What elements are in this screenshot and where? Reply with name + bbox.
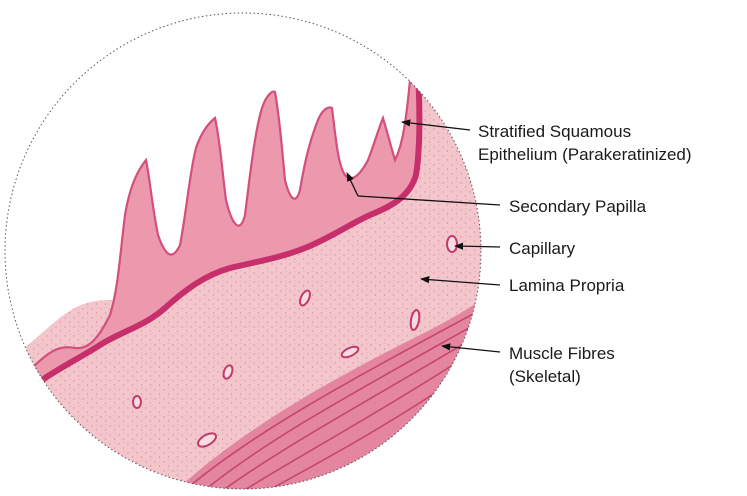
label-muscle-line1: Muscle Fibres [509, 344, 615, 363]
microscope-field [0, 60, 500, 496]
label-secondary-papilla: Secondary Papilla [509, 197, 647, 216]
label-lamina-propria: Lamina Propria [509, 276, 625, 295]
label-capillary: Capillary [509, 239, 576, 258]
label-stratified-line1: Stratified Squamous [478, 122, 631, 141]
label-stratified-line2: Epithelium (Parakeratinized) [478, 145, 692, 164]
label-muscle-line2: (Skeletal) [509, 367, 581, 386]
